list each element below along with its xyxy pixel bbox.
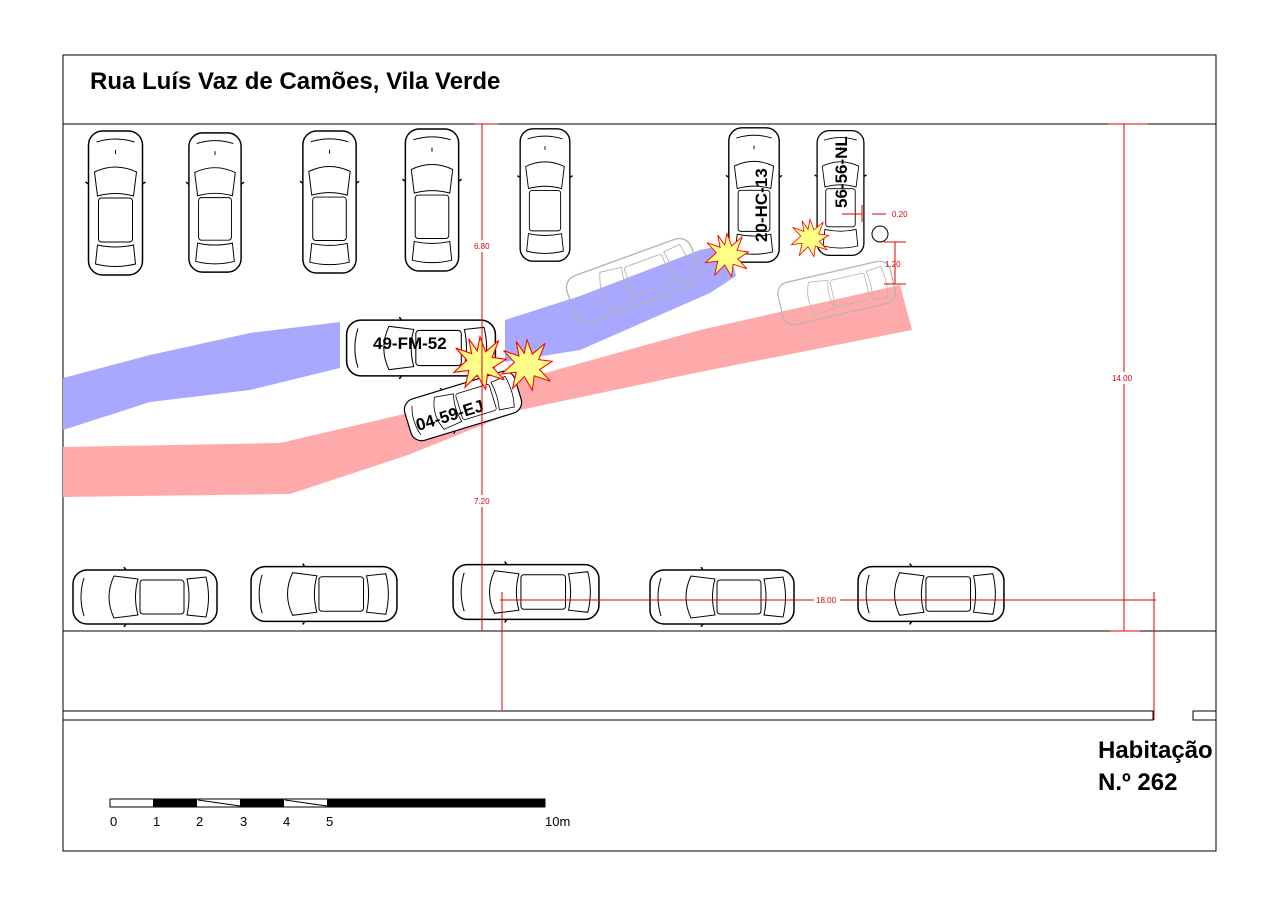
scale-label-3: 3 — [240, 814, 247, 829]
scale-label-10m: 10m — [545, 814, 570, 829]
scale-label-2: 2 — [196, 814, 203, 829]
parked-car — [401, 128, 463, 272]
parked-car — [72, 567, 218, 627]
house-label-line1: Habitação — [1098, 737, 1213, 764]
plate-56-56-nl: 56-56-NL — [832, 136, 851, 208]
scale-label-5: 5 — [326, 814, 333, 829]
dimension-1-20: 1.20 — [885, 260, 901, 269]
sidewalk-wall — [62, 710, 1154, 721]
dimension-7-20: 7.20 — [474, 497, 490, 506]
parked-car — [185, 132, 245, 273]
pole-marker — [871, 225, 889, 243]
dimension-0-20: 0.20 — [892, 210, 908, 219]
scale-label-1: 1 — [153, 814, 160, 829]
scale-bar — [109, 798, 546, 808]
parked-car — [84, 130, 147, 276]
page-title: Rua Luís Vaz de Camões, Vila Verde — [90, 68, 501, 95]
house-label-line2: N.º 262 — [1098, 769, 1178, 796]
parked-car — [250, 563, 398, 625]
parked-car — [299, 130, 360, 274]
parked-car — [516, 127, 574, 263]
parked-car — [857, 563, 1005, 625]
plate-20-hc-13: 20-HC-13 — [752, 168, 771, 242]
parked-car — [452, 560, 600, 624]
wall-end — [1192, 710, 1217, 721]
path-blue — [63, 322, 340, 430]
house-label: Habitação N.º 262 — [1098, 735, 1213, 799]
plate-49-fm-52: 49-FM-52 — [373, 334, 447, 353]
dimension-14-00: 14.00 — [1112, 374, 1133, 383]
scale-label-0: 0 — [110, 814, 117, 829]
path-blue-2 — [505, 244, 736, 362]
scale-label-4: 4 — [283, 814, 290, 829]
parked-car — [649, 567, 795, 627]
dimension-6-80: 6.80 — [474, 242, 490, 251]
dimension-18-00: 18.00 — [816, 596, 837, 605]
